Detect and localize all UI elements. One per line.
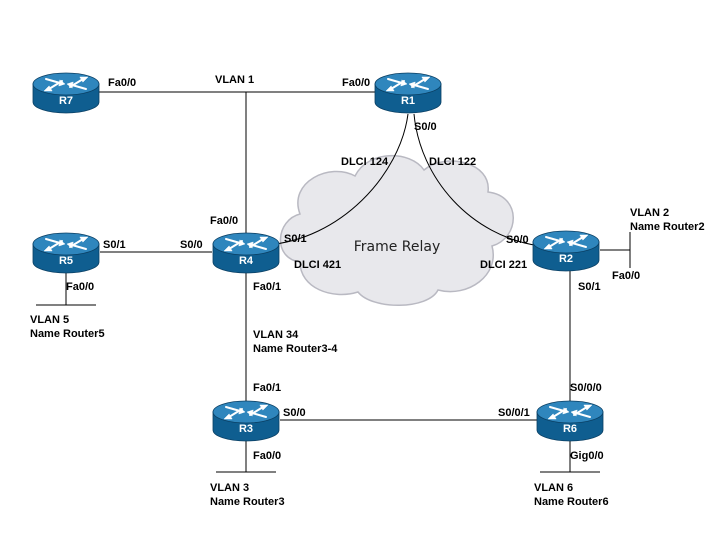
router-icon [32, 232, 100, 274]
r4-s01-label: S0/1 [284, 233, 307, 245]
vlan1-label: VLAN 1 [215, 74, 254, 86]
router-label: R3 [239, 423, 253, 435]
router-icon [536, 400, 604, 442]
links [36, 91, 631, 473]
r3-s00-label: S0/0 [283, 407, 306, 419]
r3-fa01-label: Fa0/1 [253, 382, 281, 394]
router-r5[interactable]: R5 [32, 232, 100, 274]
r1-fa00-label: Fa0/0 [342, 77, 370, 89]
pvc-r1-r4 [265, 113, 409, 246]
router-icon [212, 400, 280, 442]
pvc-r1-r2 [413, 113, 541, 247]
dlci221-label: DLCI 221 [480, 259, 527, 271]
router-icon [212, 232, 280, 274]
vlan5-name: VLAN 5 [30, 314, 69, 326]
router-label: R7 [59, 95, 73, 107]
router-r1[interactable]: R1 [374, 72, 442, 114]
dlci421-label: DLCI 421 [294, 259, 341, 271]
r5-fa00-label: Fa0/0 [66, 281, 94, 293]
vlan34-name: VLAN 34 [253, 329, 299, 341]
vlan3-desc: Name Router3 [210, 496, 285, 508]
router-label: R5 [59, 255, 73, 267]
router-icon [32, 72, 100, 114]
frame-relay-label: Frame Relay [354, 239, 441, 255]
r6-gig00-label: Gig0/0 [570, 450, 604, 462]
r2-s01-label: S0/1 [578, 281, 601, 293]
dlci122-label: DLCI 122 [429, 156, 476, 168]
routers: R1 R2 R3 R4 R5 R6 R7 [32, 72, 604, 442]
dlci124-label: DLCI 124 [341, 156, 389, 168]
router-icon [374, 72, 442, 114]
router-r4[interactable]: R4 [212, 232, 280, 274]
vlan2-desc: Name Router2 [630, 221, 705, 233]
r2-s00-label: S0/0 [506, 234, 529, 246]
r6-s000-label: S0/0/0 [570, 382, 602, 394]
vlan2-name: VLAN 2 [630, 207, 669, 219]
r2-fa00-label: Fa0/0 [612, 270, 640, 282]
r4-s00-label: S0/0 [180, 239, 203, 251]
r6-s001-label: S0/0/1 [498, 407, 530, 419]
vlan-labels: VLAN 2 Name Router2 VLAN 5 Name Router5 … [30, 207, 705, 508]
vlan34-desc: Name Router3-4 [253, 343, 338, 355]
vlan5-desc: Name Router5 [30, 328, 105, 340]
vlan3-name: VLAN 3 [210, 482, 249, 494]
r4-fa01-label: Fa0/1 [253, 281, 281, 293]
vlan6-name: VLAN 6 [534, 482, 573, 494]
r4-fa00-label: Fa0/0 [210, 215, 238, 227]
interface-labels: Fa0/0 VLAN 1 Fa0/0 S0/0 DLCI 124 DLCI 12… [66, 74, 640, 462]
router-r2[interactable]: R2 [532, 230, 600, 272]
r7-fa00-label: Fa0/0 [108, 77, 136, 89]
frame-relay-cloud-icon: Frame Relay [279, 155, 514, 306]
router-label: R2 [559, 253, 573, 265]
router-icon [532, 230, 600, 272]
router-r6[interactable]: R6 [536, 400, 604, 442]
router-label: R6 [563, 423, 577, 435]
router-r3[interactable]: R3 [212, 400, 280, 442]
router-r7[interactable]: R7 [32, 72, 100, 114]
router-label: R4 [239, 255, 254, 267]
r1-s00-label: S0/0 [414, 121, 437, 133]
vlan6-desc: Name Router6 [534, 496, 609, 508]
r3-fa00-label: Fa0/0 [253, 450, 281, 462]
router-label: R1 [401, 95, 415, 107]
r5-s01-label: S0/1 [103, 239, 126, 251]
